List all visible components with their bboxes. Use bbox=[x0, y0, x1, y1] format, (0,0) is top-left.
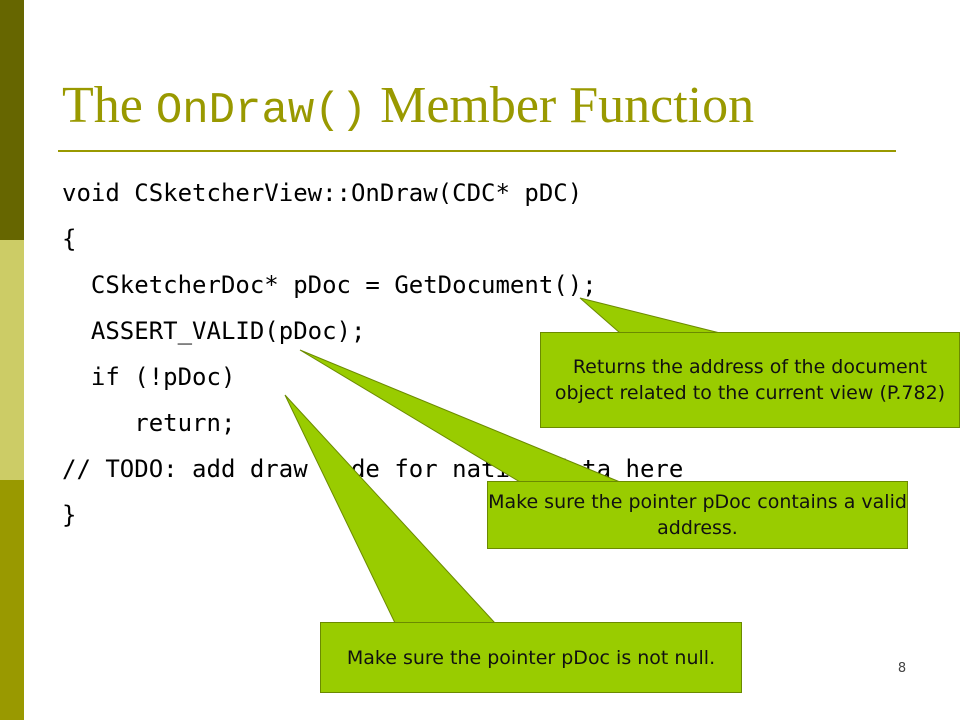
callout-null-check: Make sure the pointer pDoc is not null. bbox=[320, 622, 742, 693]
callout-null-check-text: Make sure the pointer pDoc is not null. bbox=[346, 646, 716, 669]
code-line-6: return; bbox=[62, 409, 236, 437]
code-line-1: void CSketcherView::OnDraw(CDC* pDC) bbox=[62, 179, 583, 207]
code-line-5: if (!pDoc) bbox=[62, 363, 236, 391]
callout-getdocument-text: Returns the address of the document obje… bbox=[554, 356, 946, 404]
callout-assert-valid-text: Make sure the pointer pDoc contains a va… bbox=[488, 491, 907, 539]
callout-pointer-getdocument bbox=[579, 297, 721, 334]
code-line-4: ASSERT_VALID(pDoc); bbox=[62, 317, 366, 345]
side-bar-top bbox=[0, 0, 24, 240]
code-line-2: { bbox=[62, 225, 77, 253]
code-line-3: CSketcherDoc* pDoc = GetDocument(); bbox=[62, 271, 597, 299]
title-underline bbox=[58, 150, 896, 152]
title-code: OnDraw() bbox=[155, 86, 368, 136]
title-suffix: Member Function bbox=[367, 77, 755, 134]
callout-getdocument: Returns the address of the document obje… bbox=[540, 332, 960, 428]
title-prefix: The bbox=[62, 77, 156, 134]
callout-assert-valid: Make sure the pointer pDoc contains a va… bbox=[487, 481, 908, 549]
side-bar-middle bbox=[0, 240, 24, 480]
code-line-8: } bbox=[62, 501, 77, 529]
slide-title: The OnDraw() Member Function bbox=[62, 74, 754, 143]
page-number: 8 bbox=[897, 661, 907, 676]
side-bar-bottom bbox=[0, 480, 24, 720]
